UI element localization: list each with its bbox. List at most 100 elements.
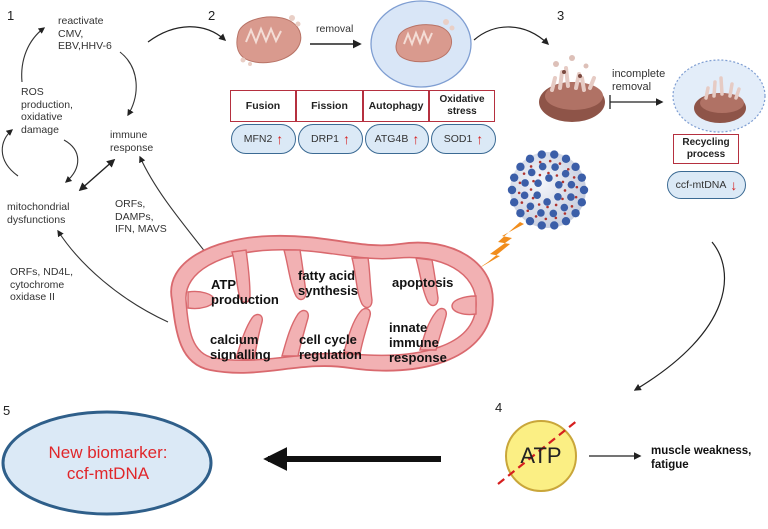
marker-label: DRP1: [310, 133, 339, 145]
arrow-mito-to-dys: [57, 229, 169, 323]
virus-spike: [537, 150, 546, 159]
virus-protein-dot: [561, 197, 564, 201]
marker-pill-ccf-mtdna: ccf-mtDNA ↓: [667, 171, 746, 199]
marker-label: ccf-mtDNA: [675, 179, 727, 191]
step-number-1: 1: [7, 8, 15, 23]
virus-spike: [537, 209, 545, 217]
virus-spike: [534, 179, 542, 188]
category-fission: Fission: [296, 90, 363, 122]
virus-spike: [551, 163, 559, 171]
virus-spike: [577, 173, 587, 182]
virus-spike: [567, 193, 575, 201]
biomarker-label: New biomarker: ccf-mtDNA: [10, 442, 206, 484]
down-arrow-icon: ↓: [730, 177, 738, 193]
virus-spike: [567, 180, 576, 189]
virus-spike: [525, 154, 535, 164]
virus-protein-dot: [529, 188, 533, 191]
virus-protein-dot: [518, 181, 522, 185]
category-fusion: Fusion: [230, 90, 296, 122]
label-line: process: [686, 149, 726, 160]
step-number-5: 5: [3, 403, 11, 418]
virus-spike: [507, 185, 517, 195]
virus-spike: [525, 216, 535, 226]
marker-label: MFN2: [243, 133, 273, 145]
virus-protein-dot: [554, 216, 558, 220]
muscle-weakness-label: muscle weakness, fatigue: [651, 444, 751, 472]
function-innate-immune-response: innate immune response: [389, 320, 447, 365]
virus-protein-dot: [554, 203, 558, 207]
label-line: oxidative: [21, 111, 63, 123]
virus-spike: [533, 191, 541, 199]
virus-spike: [560, 203, 569, 212]
marker-label: ATG4B: [374, 133, 409, 145]
reactivate-virus-label: reactivate CMV, EBV,HHV-6: [58, 15, 112, 53]
label-line: dysfunctions: [7, 213, 66, 226]
label-line: ATP: [211, 277, 237, 292]
virus-protein-dot: [548, 159, 552, 163]
virus-protein-dot: [534, 215, 538, 218]
label-line: regulation: [299, 347, 362, 362]
function-calcium-signalling: calcium signalling: [210, 332, 271, 362]
virus-icon: [507, 150, 589, 230]
label-line: fatty acid: [298, 268, 356, 283]
orfs-nd4l-label: ORFs, ND4L, cytochrome oxidase II: [10, 266, 73, 304]
label-line: immune: [389, 335, 439, 350]
marker-pill-mfn2: MFN2 ↑: [231, 124, 296, 154]
autophagosome-icon: [370, 0, 472, 88]
function-cell-cycle-regulation: cell cycle regulation: [299, 332, 362, 362]
virus-protein-dot: [563, 212, 567, 215]
label-line: innate: [389, 320, 428, 335]
virus-protein-dot: [517, 191, 521, 195]
label-line: production,: [21, 98, 73, 111]
virus-protein-dot: [537, 203, 541, 206]
label-line: EBV,HHV-6: [58, 40, 112, 52]
virus-spike: [509, 173, 519, 182]
virus-spike: [561, 154, 571, 164]
arrow-mito-to-immune: [139, 155, 211, 259]
damaged-mitochondrion-icon: [236, 15, 302, 66]
immune-response-label: immune response: [110, 129, 153, 154]
fragmented-mitochondrion-icon: [539, 55, 605, 122]
label-line: CMV,: [58, 27, 84, 40]
virus-spike: [561, 216, 571, 226]
virus-protein-dot: [563, 189, 567, 192]
marker-pill-sod1: SOD1 ↑: [431, 124, 496, 154]
removal-label: removal: [316, 23, 354, 35]
label-line: Recycling: [682, 137, 730, 148]
virus-spike: [526, 202, 535, 211]
category-autophagy: Autophagy: [363, 90, 429, 122]
virus-protein-dot: [555, 174, 559, 177]
virus-spike: [543, 198, 551, 206]
virus-spike: [527, 168, 536, 177]
arrow-ros-to-dys: [63, 139, 79, 183]
virus-spike: [538, 162, 547, 171]
virus-protein-dot: [538, 160, 542, 164]
virus-spike: [561, 169, 570, 178]
up-arrow-icon: ↑: [412, 131, 420, 147]
label-line: removal: [612, 80, 652, 93]
label-line: immune: [110, 129, 148, 141]
arrow-ros-to-reactivate: [21, 27, 46, 83]
incomplete-removal-label: incomplete removal: [612, 68, 665, 93]
label-line: response: [389, 350, 447, 365]
label-line: ccf-mtDNA: [66, 464, 150, 483]
virus-spike: [554, 192, 562, 201]
marker-pill-atg4b: ATG4B ↑: [365, 124, 429, 154]
label-line: cell cycle: [299, 332, 357, 347]
virus-spike: [550, 221, 559, 230]
step-number-2: 2: [208, 8, 216, 23]
virus-protein-dot: [532, 179, 535, 183]
arrow-step2-to-step3: [473, 26, 550, 45]
step-number-4: 4: [495, 400, 503, 415]
virus-spike: [520, 191, 529, 200]
label-line: fatigue: [651, 459, 689, 471]
label-line: mitochondrial: [7, 201, 70, 213]
arrow-step1-to-step2: [147, 26, 227, 43]
virus-spike: [550, 150, 559, 159]
virus-spike: [516, 162, 525, 172]
function-fatty-acid-synthesis: fatty acid synthesis: [298, 268, 358, 298]
virus-spike: [549, 209, 558, 218]
label-line: calcium: [210, 332, 259, 347]
label-line: damage: [21, 123, 59, 136]
label-line: reactivate: [58, 15, 104, 27]
